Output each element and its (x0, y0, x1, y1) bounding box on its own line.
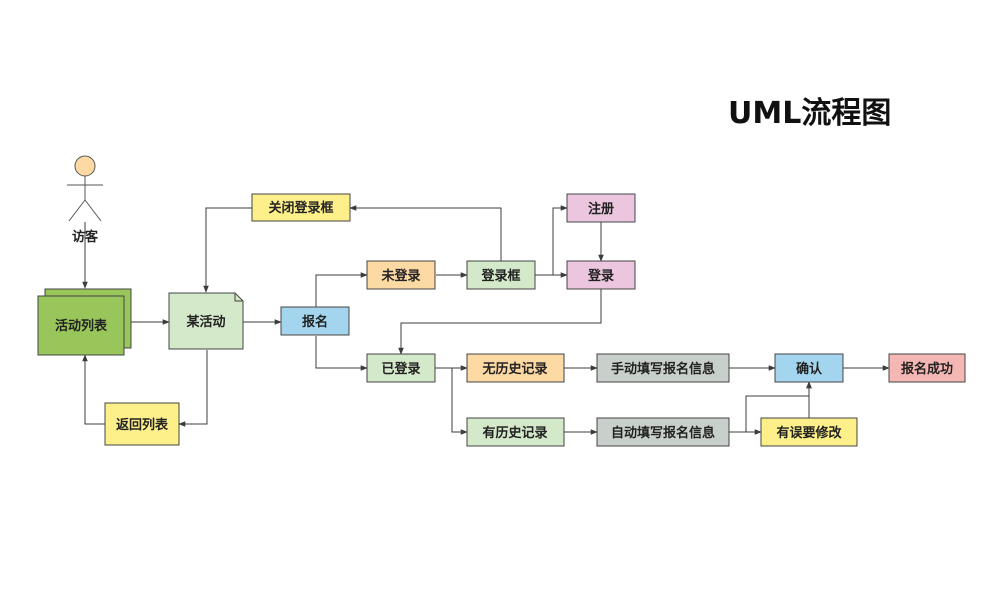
edge-close-to-activity (203, 207, 252, 293)
has-history-label: 有历史记录 (482, 425, 547, 441)
confirm-label: 确认 (796, 361, 823, 377)
logged-in-label: 已登录 (381, 361, 420, 377)
error-fix-label: 有误要修改 (776, 425, 842, 441)
node-close-login: 关闭登录框 (251, 193, 351, 222)
no-history-label: 无历史记录 (481, 361, 547, 377)
node-some-activity: 某活动 (168, 292, 244, 350)
edge-login-to-logged (398, 289, 602, 355)
actor-head (74, 155, 96, 177)
register-label: 注册 (588, 201, 614, 217)
node-error-fix: 有误要修改 (760, 417, 858, 447)
edges (82, 205, 890, 435)
not-logged-in-label: 未登录 (380, 268, 420, 284)
node-register: 注册 (566, 193, 636, 223)
node-login: 登录 (566, 260, 636, 290)
edge-return-to-list (82, 354, 105, 425)
auto-fill-label: 自动填写报名信息 (611, 425, 715, 441)
node-manual-fill: 手动填写报名信息 (596, 353, 730, 383)
edge-signup-to-notlogged (315, 272, 368, 307)
node-no-history: 无历史记录 (466, 353, 565, 383)
node-has-history: 有历史记录 (466, 417, 565, 447)
node-auto-fill: 自动填写报名信息 (596, 417, 730, 447)
edge-signup-to-logged (315, 336, 368, 371)
edge-loginbox-to-close (349, 205, 502, 261)
diagram-title: UML流程图 (728, 96, 892, 131)
node-activity-list: 活动列表 (37, 288, 132, 356)
login-label: 登录 (587, 268, 614, 284)
return-list-label: 返回列表 (116, 417, 169, 433)
node-signup: 报名 (280, 306, 350, 336)
edge-loginbox-to-register (552, 205, 568, 275)
node-not-logged-in: 未登录 (366, 260, 436, 290)
actor-label: 访客 (72, 229, 99, 245)
actor-visitor: 访客 (67, 155, 103, 245)
node-return-list: 返回列表 (104, 402, 180, 446)
node-confirm: 确认 (774, 353, 844, 383)
node-login-box: 登录框 (466, 260, 536, 290)
close-login-label: 关闭登录框 (268, 200, 333, 216)
signup-label: 报名 (302, 314, 328, 330)
node-logged-in: 已登录 (366, 353, 436, 383)
login-box-label: 登录框 (480, 268, 520, 284)
manual-fill-label: 手动填写报名信息 (611, 361, 715, 377)
edge-logged-to-hashistory (451, 368, 468, 435)
activity-list-label: 活动列表 (55, 318, 108, 334)
node-success: 报名成功 (888, 353, 966, 383)
success-label: 报名成功 (901, 361, 953, 377)
some-activity-label: 某活动 (185, 314, 225, 330)
edge-activity-to-return (178, 350, 208, 427)
